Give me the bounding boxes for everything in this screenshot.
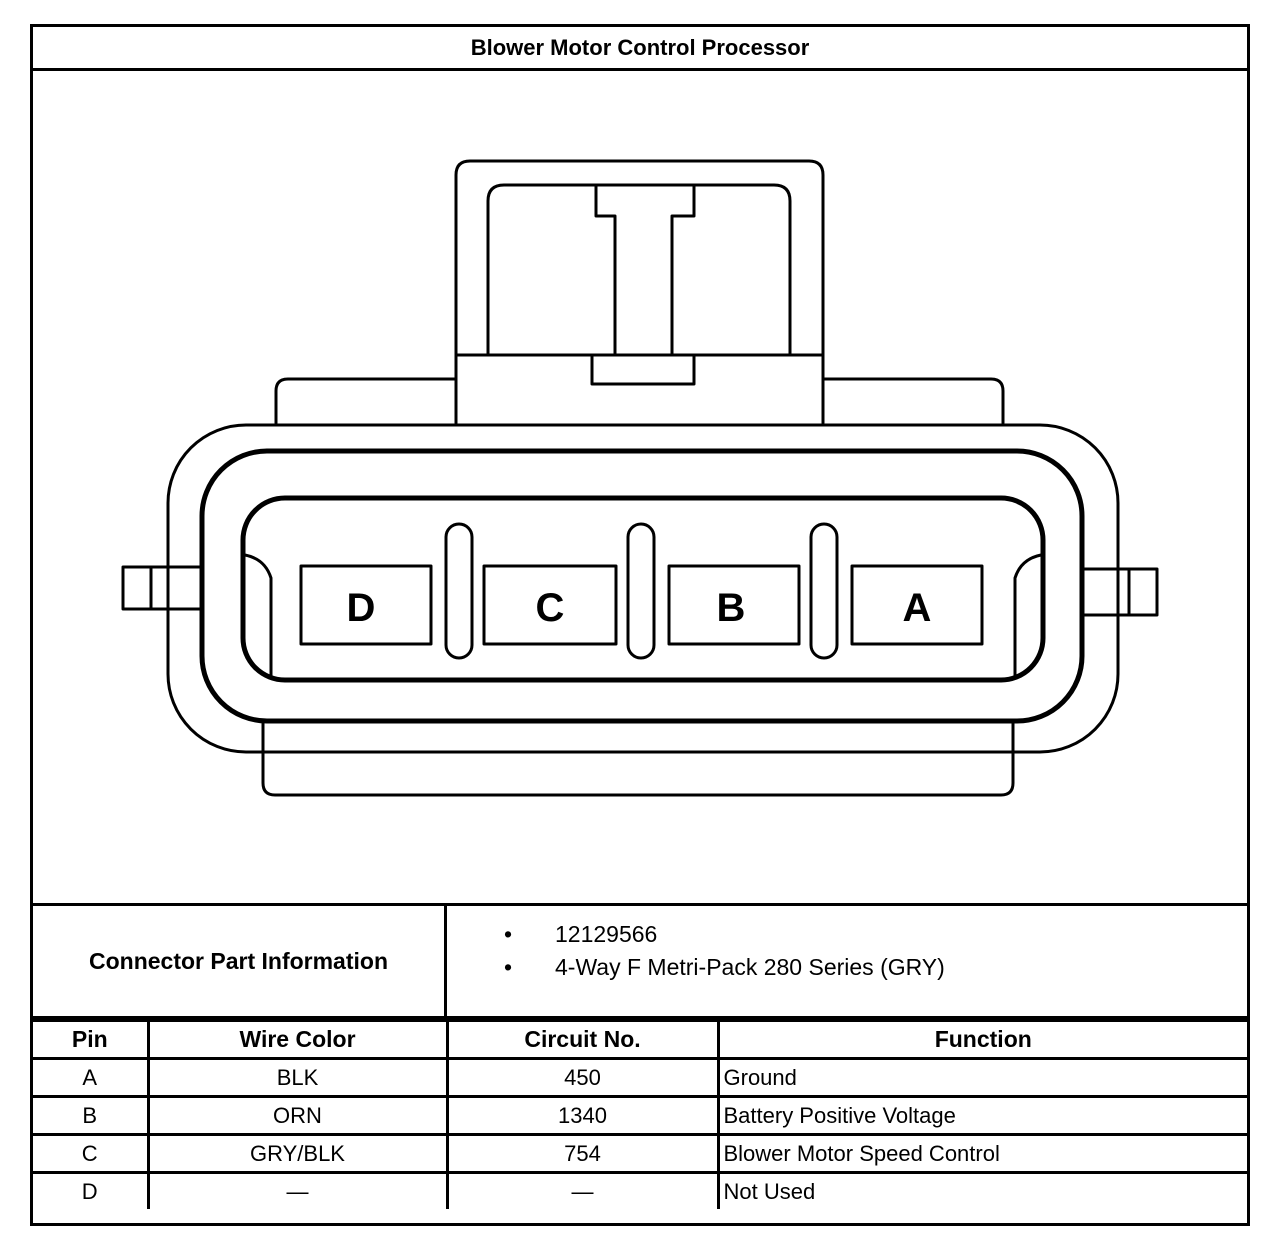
part-info-label: Connector Part Information — [33, 906, 447, 1016]
cell-pin: A — [33, 1057, 150, 1098]
cell-wire-color: BLK — [146, 1057, 449, 1098]
pin-label-d: D — [347, 586, 376, 630]
header-wire-color: Wire Color — [146, 1019, 449, 1060]
connector-diagram: D C B A — [33, 71, 1247, 903]
terminal-c — [482, 564, 618, 646]
cell-circuit-no: 754 — [445, 1133, 720, 1174]
pin-label-b: B — [717, 586, 746, 630]
top-shoulder-right — [821, 377, 1005, 425]
connector-face-drawing: D C B A — [121, 159, 1159, 797]
cell-function: Ground — [716, 1057, 1247, 1098]
part-number: 12129566 — [555, 921, 658, 947]
cavity-rib — [444, 522, 474, 660]
side-post-right-inner — [1081, 567, 1131, 617]
terminal-a — [850, 564, 984, 646]
cell-circuit-no: — — [445, 1171, 720, 1209]
lock-tab-outer — [454, 159, 825, 425]
table-row: B ORN 1340 Battery Positive Voltage — [33, 1095, 1247, 1136]
cell-pin: D — [33, 1171, 150, 1209]
bullet-icon: • — [504, 921, 513, 947]
cavity-left-bevel — [243, 553, 273, 679]
cell-function: Battery Positive Voltage — [716, 1095, 1247, 1136]
table-row: C GRY/BLK 754 Blower Motor Speed Control — [33, 1133, 1247, 1174]
cavity-rib — [626, 522, 656, 660]
lock-tab-inner — [486, 183, 792, 357]
connector-sheet: Blower Motor Control Processor — [30, 24, 1250, 1226]
terminal-cavity — [240, 495, 1046, 683]
part-description: 4-Way F Metri-Pack 280 Series (GRY) — [555, 954, 945, 980]
cavity-rib — [809, 522, 839, 660]
table-row: A BLK 450 Ground — [33, 1057, 1247, 1098]
terminal-b — [667, 564, 801, 646]
cell-function: Not Used — [716, 1171, 1247, 1209]
cell-circuit-no: 1340 — [445, 1095, 720, 1136]
side-post-left-inner — [149, 565, 203, 611]
cell-pin: C — [33, 1133, 150, 1174]
cell-wire-color: ORN — [146, 1095, 449, 1136]
part-info-list: • 12129566 • 4-Way F Metri-Pack 280 Seri… — [447, 906, 1247, 1028]
side-post-right-outer — [1127, 567, 1159, 617]
connector-part-info: Connector Part Information • 12129566 • … — [33, 903, 1247, 1019]
cell-wire-color: — — [146, 1171, 449, 1209]
top-shoulder-left — [274, 377, 458, 425]
pinout-table: Pin Wire Color Circuit No. Function A BL… — [33, 1019, 1247, 1209]
terminal-d — [299, 564, 433, 646]
pin-label-a: A — [903, 586, 932, 630]
cell-wire-color: GRY/BLK — [146, 1133, 449, 1174]
bottom-skirt — [261, 720, 1015, 797]
header-pin: Pin — [33, 1019, 150, 1060]
part-info-item: • 4-Way F Metri-Pack 280 Series (GRY) — [447, 951, 1247, 984]
cell-pin: B — [33, 1095, 150, 1136]
cavity-right-bevel — [1013, 553, 1043, 679]
outer-shroud — [166, 423, 1120, 754]
header-function: Function — [716, 1019, 1247, 1060]
part-info-item: • 12129566 — [447, 918, 1247, 951]
side-post-left-outer — [121, 565, 153, 611]
cell-function: Blower Motor Speed Control — [716, 1133, 1247, 1174]
cell-circuit-no: 450 — [445, 1057, 720, 1098]
table-row: D — — Not Used — [33, 1171, 1247, 1209]
page-title: Blower Motor Control Processor — [33, 27, 1247, 71]
table-header-row: Pin Wire Color Circuit No. Function — [33, 1019, 1247, 1060]
pin-label-c: C — [536, 586, 565, 630]
lock-latch — [590, 183, 696, 386]
bullet-icon: • — [504, 954, 513, 980]
header-circuit-no: Circuit No. — [445, 1019, 720, 1060]
